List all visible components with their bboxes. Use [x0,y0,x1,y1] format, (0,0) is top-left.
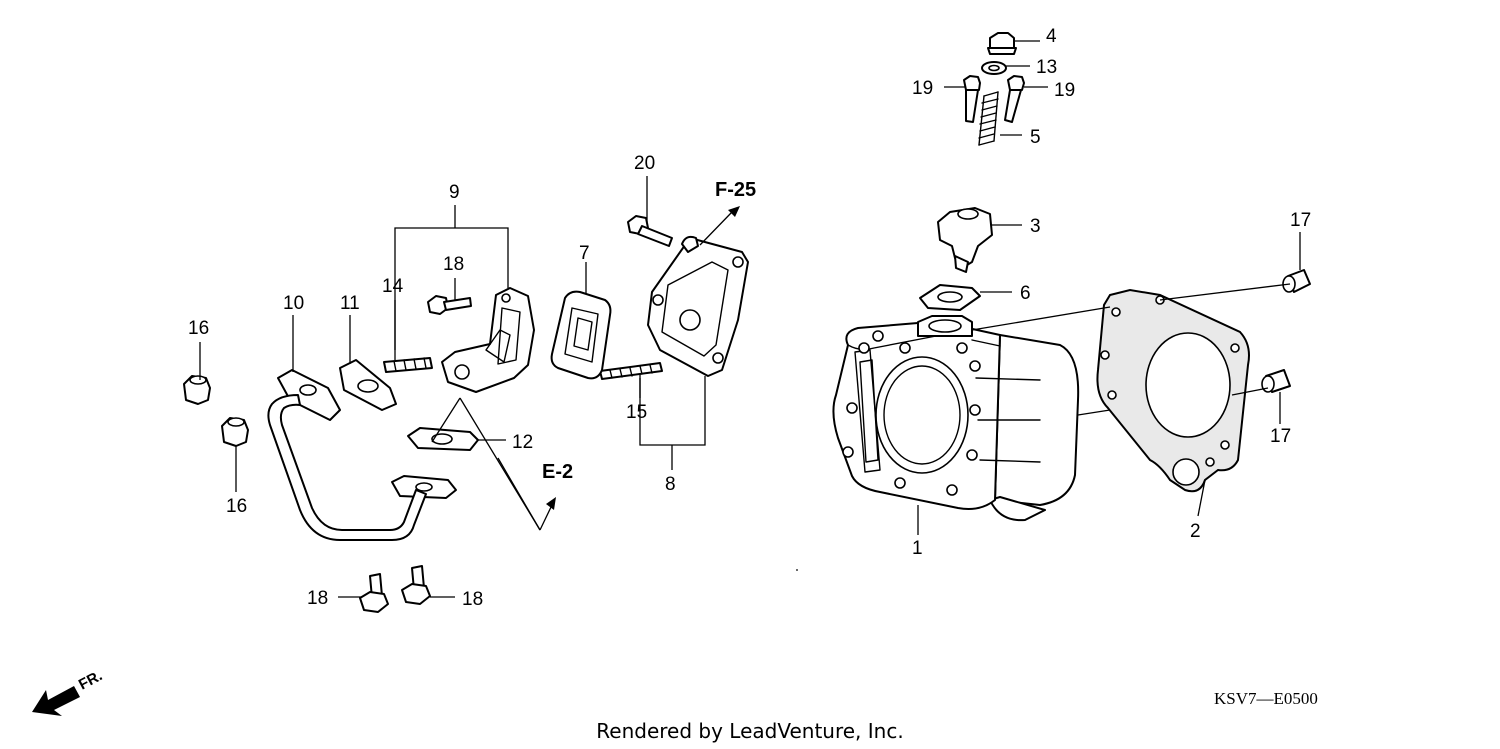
part-air-suction-valve[interactable] [441,287,535,393]
part-bolt-20[interactable] [627,215,673,247]
part-sealing-bolt[interactable] [987,32,1017,55]
part-sealing-washer[interactable] [981,61,1007,75]
callout-5: 5 [1030,127,1041,148]
callout-8: 8 [665,474,676,495]
callout-17-lower: 17 [1270,426,1291,447]
part-cylinder-gasket[interactable] [1096,288,1250,493]
callout-16-lower: 16 [226,496,247,517]
part-bolt-19-left[interactable] [963,75,981,123]
part-reed-valve-cover[interactable] [647,235,749,377]
callout-4: 4 [1046,26,1057,47]
part-tensioner-spring[interactable] [978,91,999,146]
part-nut-16-lower[interactable] [221,417,249,447]
part-tensioner-lifter[interactable] [937,207,993,273]
callout-labels: 1 2 3 4 5 6 7 8 9 10 11 12 13 14 15 16 1… [188,26,1311,610]
part-reed-valve[interactable] [550,290,612,380]
part-dowel-pin-upper[interactable] [1282,269,1311,293]
part-bolt-19-right[interactable] [1004,75,1025,123]
callout-7: 7 [579,243,590,264]
callout-6: 6 [1020,283,1031,304]
callout-16-upper: 16 [188,318,209,339]
callout-11: 11 [340,293,360,314]
part-cylinder[interactable] [832,315,1080,522]
part-bolt-18-upper[interactable] [427,295,472,315]
diagram-code: KSV7—E0500 [1214,689,1318,708]
callout-19-right: 19 [1054,80,1075,101]
callout-12: 12 [512,432,533,453]
part-nut-16-upper[interactable] [183,375,211,405]
reference-f25[interactable]: F-25 [715,179,756,201]
part-bolt-18-lower-left[interactable] [359,573,389,613]
part-bolt-18-lower-right[interactable] [401,565,431,605]
part-gasket-12[interactable] [407,427,479,451]
callout-15: 15 [626,402,647,423]
part-stud-14[interactable] [383,357,433,373]
callout-20: 20 [634,153,655,174]
front-direction-arrow-icon: FR. [32,667,105,716]
callout-17-upper: 17 [1290,210,1311,231]
reference-e2[interactable]: E-2 [542,461,573,483]
callout-2: 2 [1190,521,1201,542]
leader-lines [199,40,1301,598]
callout-18-lower-right: 18 [462,589,483,610]
callout-14: 14 [382,276,404,297]
footer-credit: Rendered by LeadVenture, Inc. [596,719,903,743]
callout-10: 10 [283,293,304,314]
callout-9: 9 [449,182,460,203]
stray-dot [796,569,798,571]
part-stud-15[interactable] [599,362,663,380]
callout-13: 13 [1036,57,1057,78]
part-air-suction-pipe[interactable] [267,369,457,541]
callout-18-lower-left: 18 [307,588,328,609]
callout-19-left: 19 [912,78,933,99]
part-dowel-pin-lower[interactable] [1261,369,1291,393]
callout-18-upper: 18 [443,254,464,275]
callout-3: 3 [1030,216,1041,237]
front-direction-label: FR. [76,667,105,693]
callout-1: 1 [912,538,923,559]
part-gasket-11[interactable] [339,359,397,411]
part-lifter-gasket[interactable] [919,284,981,311]
